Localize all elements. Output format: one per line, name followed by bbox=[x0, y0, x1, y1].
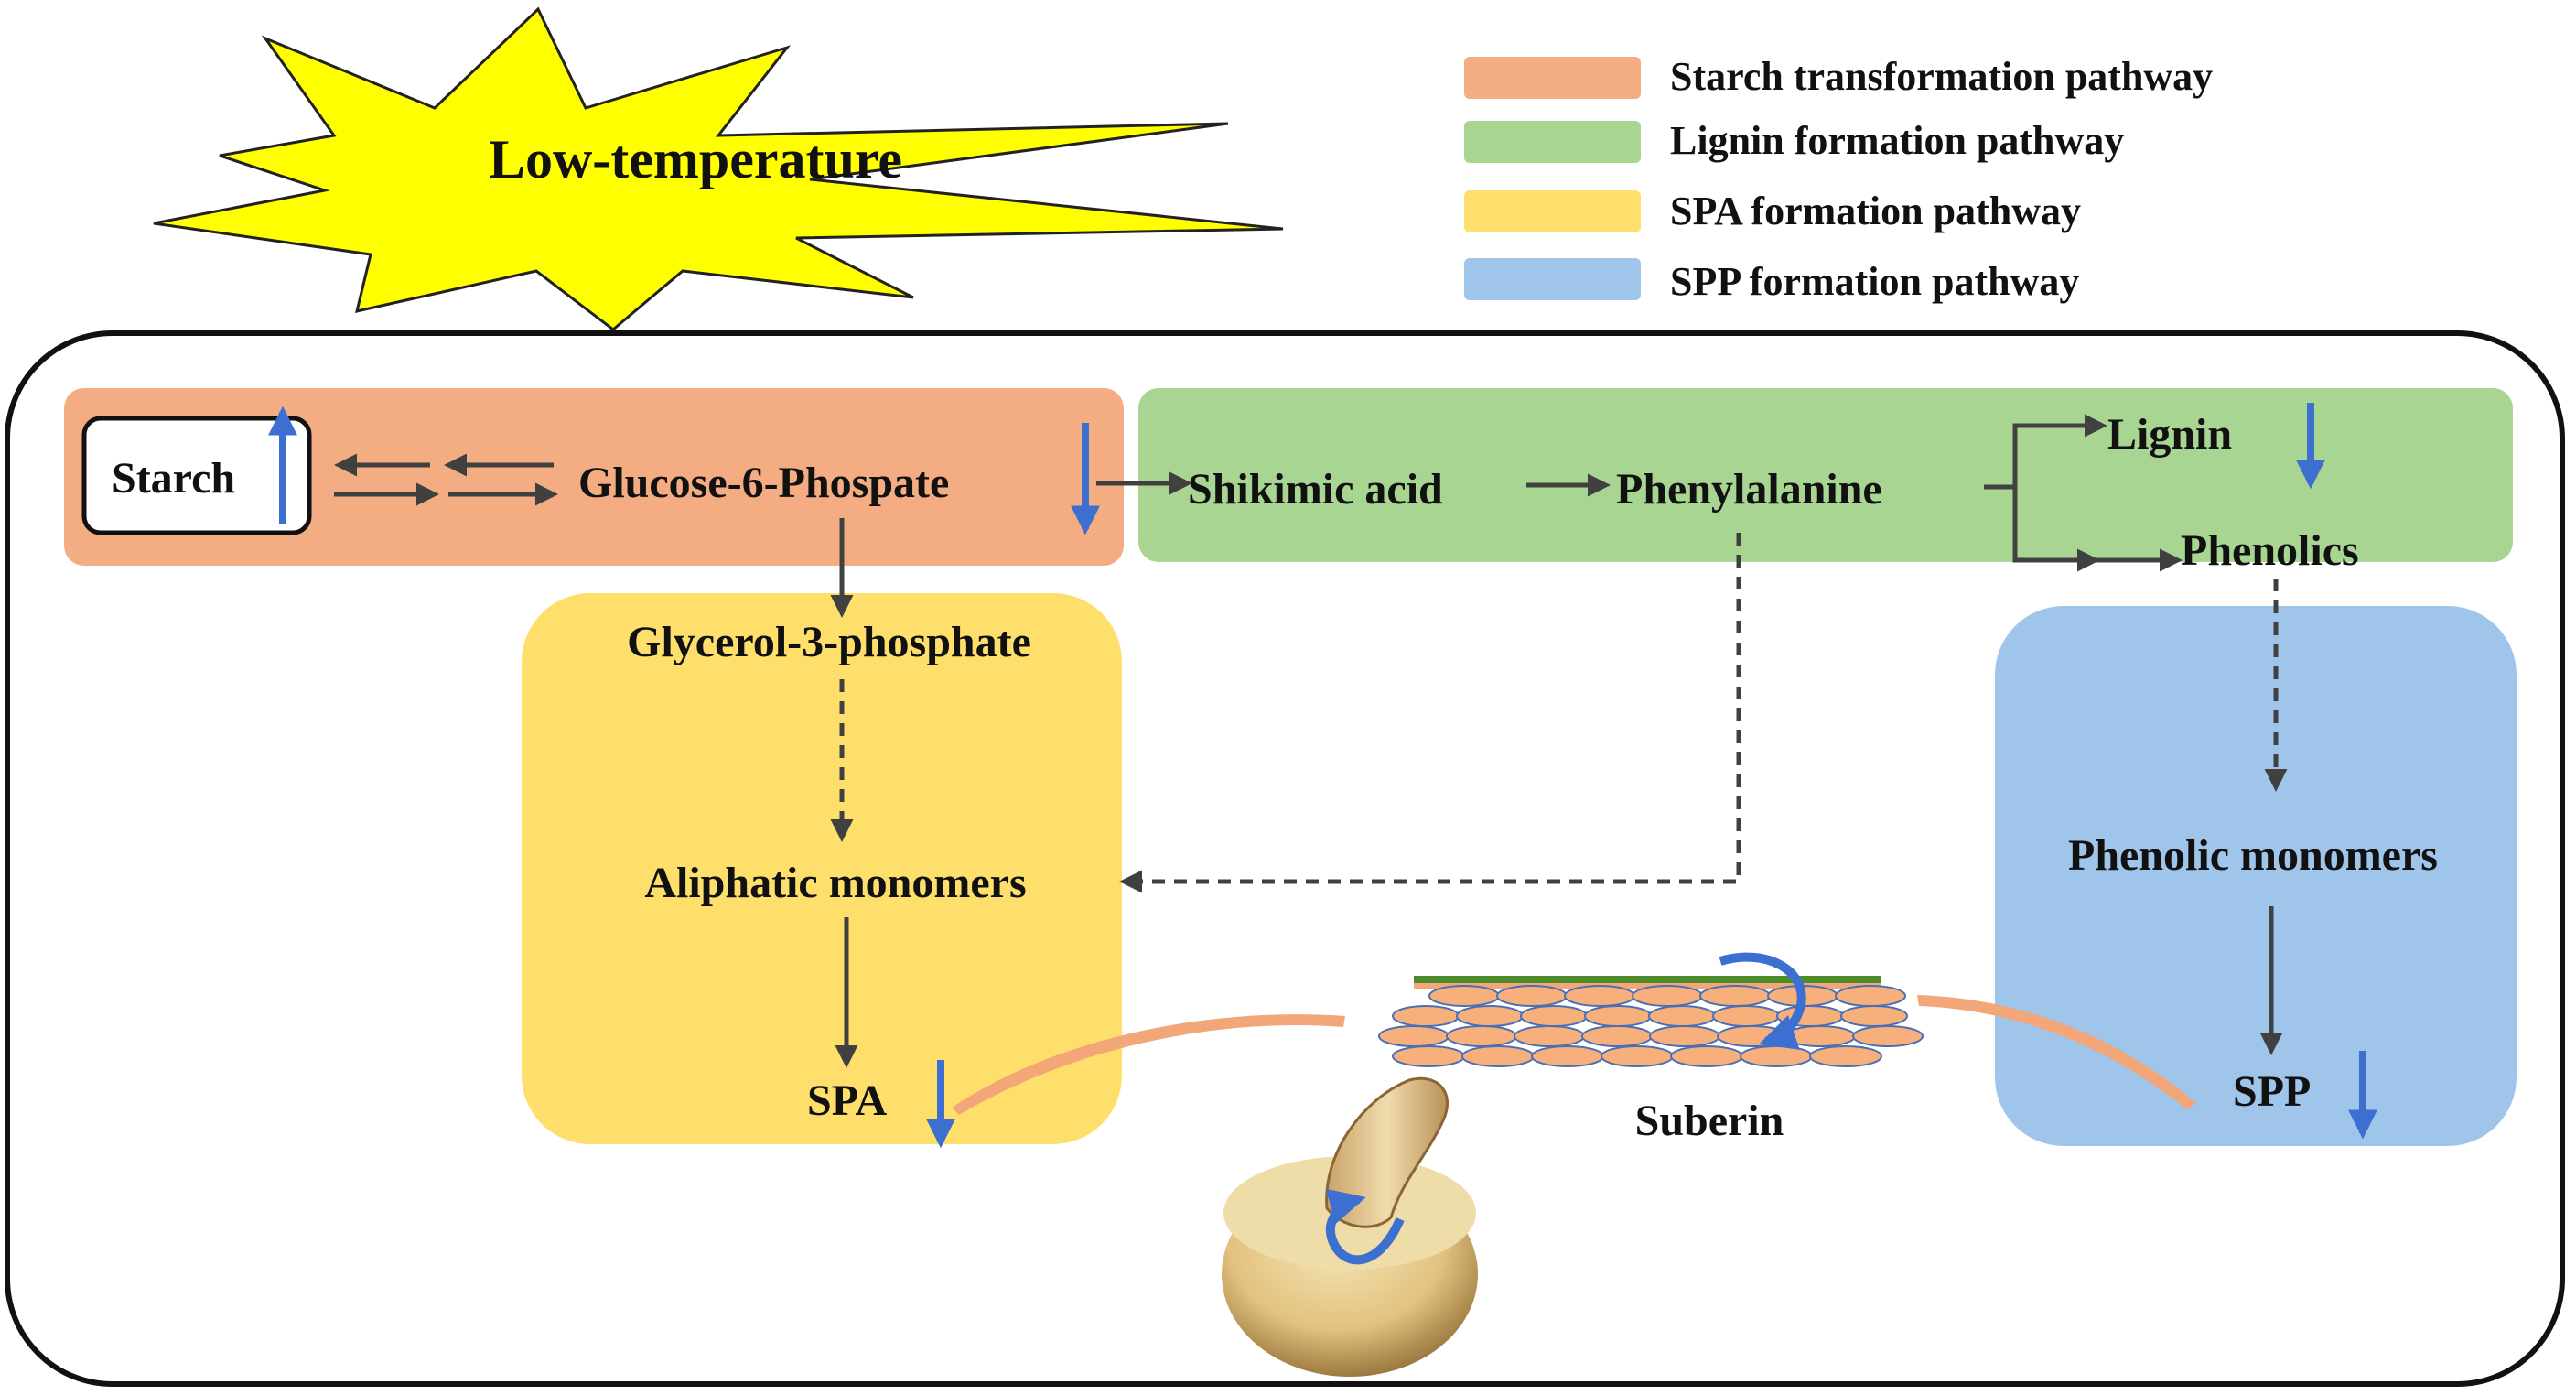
glucose-label: Glucose-6-Phospate bbox=[578, 459, 949, 507]
cork-cell bbox=[1456, 1005, 1524, 1027]
legend-swatch-spa bbox=[1464, 190, 1641, 232]
cork-cell bbox=[1461, 1045, 1535, 1067]
cork-cell bbox=[1378, 1025, 1450, 1047]
cork-cell bbox=[1632, 985, 1703, 1007]
shikimic-label: Shikimic acid bbox=[1188, 465, 1443, 514]
cork-cells bbox=[1378, 985, 1924, 1067]
phenolics-label: Phenolics bbox=[2181, 526, 2359, 575]
suberin-label: Suberin bbox=[1635, 1097, 1784, 1145]
phenylalanine-label: Phenylalanine bbox=[1616, 465, 1882, 514]
legend-swatch-starch bbox=[1464, 57, 1641, 99]
cork-cell bbox=[1392, 1045, 1465, 1067]
legend-label-spp: SPP formation pathway bbox=[1670, 259, 2079, 304]
spp-to-suberin-curve bbox=[1917, 995, 2196, 1109]
aliphatic-label: Aliphatic monomers bbox=[644, 859, 1026, 907]
low-temperature-burst bbox=[153, 6, 1284, 331]
legend-label-lignin: Lignin formation pathway bbox=[1670, 118, 2124, 163]
cork-cell bbox=[1670, 1045, 1743, 1067]
cell-outline bbox=[5, 330, 2565, 1387]
spa-label: SPA bbox=[807, 1076, 887, 1125]
legend-swatch-spp bbox=[1464, 258, 1641, 300]
cork-cell bbox=[1740, 1045, 1813, 1067]
cork-cell bbox=[1776, 1005, 1844, 1027]
cork-cell bbox=[1428, 985, 1500, 1007]
periderm-skin bbox=[1414, 976, 1881, 983]
legend-swatch-lignin bbox=[1464, 121, 1641, 163]
cork-cell bbox=[1564, 985, 1635, 1007]
cork-cell bbox=[1835, 985, 1906, 1007]
cork-cell bbox=[1446, 1025, 1517, 1047]
potato-tuber-image bbox=[1222, 1076, 1478, 1377]
cork-cell bbox=[1809, 1045, 1882, 1067]
phenolic-monomers-label: Phenolic monomers bbox=[2068, 831, 2438, 880]
starch-pathway-box bbox=[64, 388, 1124, 566]
cork-cell bbox=[1649, 1025, 1720, 1047]
branch-connector-phenolics bbox=[2012, 487, 2183, 572]
spa-to-suberin-curve bbox=[952, 1014, 1345, 1115]
cork-cell bbox=[1496, 985, 1568, 1007]
tuber-rotate-arrow bbox=[1325, 1188, 1405, 1265]
lignin-pathway-box bbox=[1138, 388, 2513, 562]
suberin-rotate-arrow bbox=[1719, 952, 1806, 1050]
cork-cell bbox=[1584, 1005, 1652, 1027]
cork-cell bbox=[1712, 1005, 1780, 1027]
legend-label-spa: SPA formation pathway bbox=[1670, 189, 2081, 233]
cork-cell bbox=[1581, 1025, 1653, 1047]
legend-label-starch: Starch transformation pathway bbox=[1670, 54, 2213, 99]
cork-cell bbox=[1699, 985, 1771, 1007]
spa-pathway-box bbox=[522, 593, 1122, 1144]
starch-node bbox=[81, 416, 312, 535]
spp-label: SPP bbox=[2233, 1067, 2311, 1116]
branch-connector bbox=[1984, 414, 2107, 490]
starch-label: Starch bbox=[112, 454, 235, 503]
cork-cell bbox=[1601, 1045, 1674, 1067]
cork-cell bbox=[1520, 1005, 1588, 1027]
cork-cell bbox=[1784, 1025, 1856, 1047]
cork-cell bbox=[1531, 1045, 1604, 1067]
spp-pathway-box bbox=[1995, 606, 2517, 1146]
lignin-label: Lignin bbox=[2107, 410, 2232, 459]
legend: Starch transformation pathway Lignin for… bbox=[1464, 54, 2213, 304]
cork-cell bbox=[1648, 1005, 1716, 1027]
cork-cell bbox=[1514, 1025, 1585, 1047]
periderm-skin-orange bbox=[1414, 983, 1881, 989]
arrow-phenylalanine-aliphatic bbox=[1119, 533, 1741, 893]
cork-cell bbox=[1840, 1005, 1908, 1027]
low-temperature-label: Low-temperature bbox=[489, 129, 902, 189]
suberin-tissue bbox=[1378, 952, 1924, 1067]
cork-cell bbox=[1392, 1005, 1460, 1027]
glycerol-label: Glycerol-3-phosphate bbox=[627, 618, 1031, 666]
cork-cell bbox=[1852, 1025, 1924, 1047]
